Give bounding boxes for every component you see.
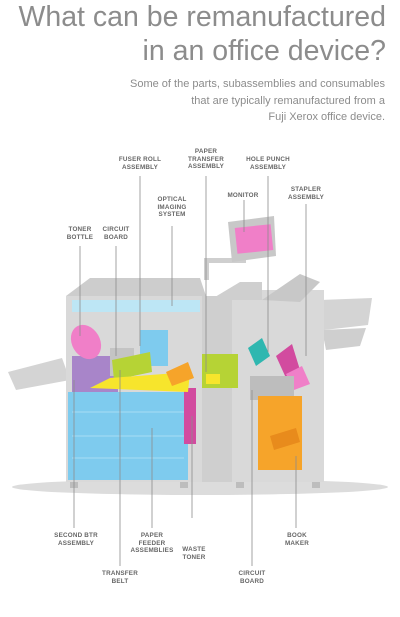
label-optical-imaging-system: OPTICAL IMAGING SYSTEM <box>157 196 187 219</box>
optical-glass <box>72 300 200 312</box>
subtitle-line-2: that are typically remanufactured from a <box>191 94 385 107</box>
toner-bottle <box>70 324 102 360</box>
label-stapler-assembly: STAPLER ASSEMBLY <box>287 186 325 201</box>
foot-4 <box>312 482 320 488</box>
label-monitor: MONITOR <box>227 192 259 199</box>
label-paper-transfer-assembly: PAPER TRANSFER ASSEMBLY <box>187 148 225 171</box>
label-transfer-belt: TRANSFER BELT <box>102 570 138 585</box>
hole-punch-assembly <box>248 338 270 366</box>
page-subtitle: Some of the parts, subassemblies and con… <box>85 76 385 126</box>
subtitle-line-3: Fuji Xerox office device. <box>268 111 385 123</box>
book-maker-detail <box>270 428 300 450</box>
label-paper-feeder-assemblies: PAPER FEEDER ASSEMBLIES <box>130 532 174 555</box>
label-book-maker: BOOK MAKER <box>284 532 310 547</box>
monitor-arm <box>206 258 246 263</box>
machine-middle-section <box>202 296 232 482</box>
foot-3 <box>236 482 244 488</box>
right-output-tray <box>320 298 372 330</box>
label-circuit-board-bottom: CIRCUIT BOARD <box>238 570 266 585</box>
label-waste-toner: WASTE TONER <box>182 546 206 561</box>
finisher-top-left <box>210 282 262 300</box>
right-output-tray-lower <box>322 328 366 350</box>
monitor-arm-post <box>204 258 209 280</box>
transfer-belt <box>112 352 152 380</box>
waste-toner <box>184 388 196 444</box>
left-output-tray <box>8 358 70 390</box>
subtitle-line-1: Some of the parts, subassemblies and con… <box>130 78 385 90</box>
foot-2 <box>180 482 188 488</box>
yellow-assembly <box>90 372 190 392</box>
label-fuser-roll-assembly: FUSER ROLL ASSEMBLY <box>118 156 162 171</box>
title-line-1: What can be remanufactured <box>18 1 386 33</box>
title-line-2: in an office device? <box>142 35 386 67</box>
label-second-btr-assembly: SECOND BTR ASSEMBLY <box>54 532 98 547</box>
finisher-top-right <box>262 274 320 302</box>
orange-small-assembly <box>166 362 194 386</box>
stapler-assembly <box>276 344 300 378</box>
page-title: What can be remanufactured in an office … <box>6 0 386 68</box>
floor-shadow <box>12 479 388 495</box>
label-hole-punch-assembly: HOLE PUNCH ASSEMBLY <box>246 156 290 171</box>
label-toner-bottle: TONER BOTTLE <box>66 226 94 241</box>
label-circuit-board-top: CIRCUIT BOARD <box>102 226 130 241</box>
scanner-lid <box>66 278 206 296</box>
paper-transfer-detail <box>206 374 220 384</box>
monitor-screen <box>234 224 274 254</box>
